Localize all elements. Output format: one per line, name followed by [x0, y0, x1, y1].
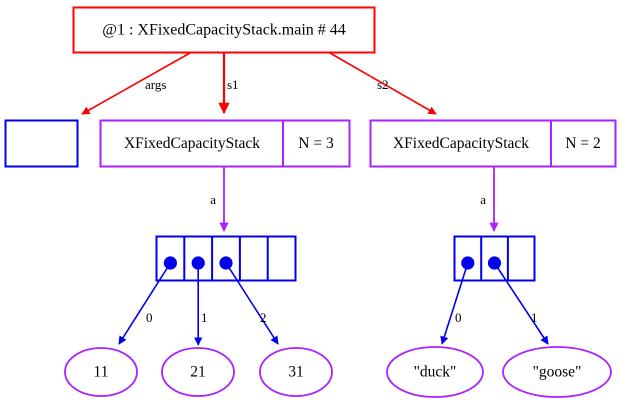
- object-1-element-edge-1-label: 1: [201, 310, 208, 325]
- frame-edge-args-label: args: [145, 77, 166, 92]
- args-array-cell: [4, 119, 79, 168]
- value-node-31[interactable]: 31: [259, 347, 333, 397]
- frame-edge-s2-line: [329, 52, 437, 115]
- object-1-box: [99, 119, 351, 168]
- stack-frame-label: @1 : XFixedCapacityStack.main # 44: [102, 22, 346, 39]
- frame-edge-args-line: [81, 52, 191, 115]
- value-node-31-label: 31: [288, 364, 304, 381]
- object-1-element-edge-2-line: [225, 262, 279, 345]
- frame-edge-s1-label: s1: [227, 77, 239, 92]
- object-2-box: [369, 119, 617, 168]
- value-node-duck-ellipse: [386, 346, 484, 398]
- object-2-array-edge: a: [480, 167, 499, 232]
- object-1-array-box: [155, 235, 297, 282]
- object-2-array-edge-label: a: [480, 192, 486, 207]
- object-2-element-edge-1: 1: [493, 262, 549, 345]
- object-2-class-name: XFixedCapacityStack: [393, 135, 529, 152]
- frame-edge-s2-label: s2: [377, 77, 389, 92]
- value-node-21-label: 21: [190, 364, 206, 381]
- frame-edge-args: args: [81, 52, 191, 115]
- value-node-11-ellipse: [64, 347, 138, 397]
- value-node-21-ellipse: [161, 347, 235, 397]
- value-node-goose-label: "goose": [533, 364, 582, 381]
- object-2-element-edge-0-label: 0: [455, 310, 462, 325]
- value-node-31-ellipse: [259, 347, 333, 397]
- object-2-element-edge-1-line: [493, 262, 549, 345]
- stack-frame-box: [72, 6, 376, 54]
- object-2-node[interactable]: XFixedCapacityStack N = 2: [369, 119, 617, 168]
- value-node-duck-label: "duck": [414, 364, 457, 381]
- object-2-element-edge-0: 0: [440, 262, 469, 345]
- object-1-node[interactable]: XFixedCapacityStack N = 3: [99, 119, 351, 168]
- value-node-goose[interactable]: "goose": [502, 346, 612, 398]
- object-1-element-edge-2: 2: [225, 262, 279, 345]
- object-1-field-label: N = 3: [298, 135, 334, 152]
- object-2-array[interactable]: [453, 235, 536, 282]
- object-2-element-edge-0-line: [440, 262, 469, 345]
- object-2-field-label: N = 2: [565, 135, 600, 152]
- object-1-element-edge-0-line: [118, 262, 172, 345]
- value-node-11[interactable]: 11: [64, 347, 138, 397]
- object-2-element-edge-1-label: 1: [531, 310, 538, 325]
- object-1-array-edge-label: a: [210, 192, 216, 207]
- object-1-element-edge-2-label: 2: [260, 310, 267, 325]
- stack-frame-node[interactable]: @1 : XFixedCapacityStack.main # 44: [72, 6, 376, 54]
- frame-edge-s2: s2: [329, 52, 437, 115]
- value-node-21[interactable]: 21: [161, 347, 235, 397]
- object-1-array[interactable]: [155, 235, 297, 282]
- value-node-11-label: 11: [94, 364, 109, 381]
- object-1-element-edge-0: 0: [118, 262, 172, 345]
- args-array-node[interactable]: [4, 119, 79, 168]
- object-1-element-edge-1: 1: [194, 263, 208, 346]
- object-1-array-edge: a: [210, 167, 229, 232]
- value-node-duck[interactable]: "duck": [386, 346, 484, 398]
- object-1-class-name: XFixedCapacityStack: [124, 135, 260, 152]
- object-1-element-edge-0-label: 0: [146, 310, 153, 325]
- frame-edge-s1: s1: [218, 53, 239, 115]
- value-node-goose-ellipse: [502, 346, 612, 398]
